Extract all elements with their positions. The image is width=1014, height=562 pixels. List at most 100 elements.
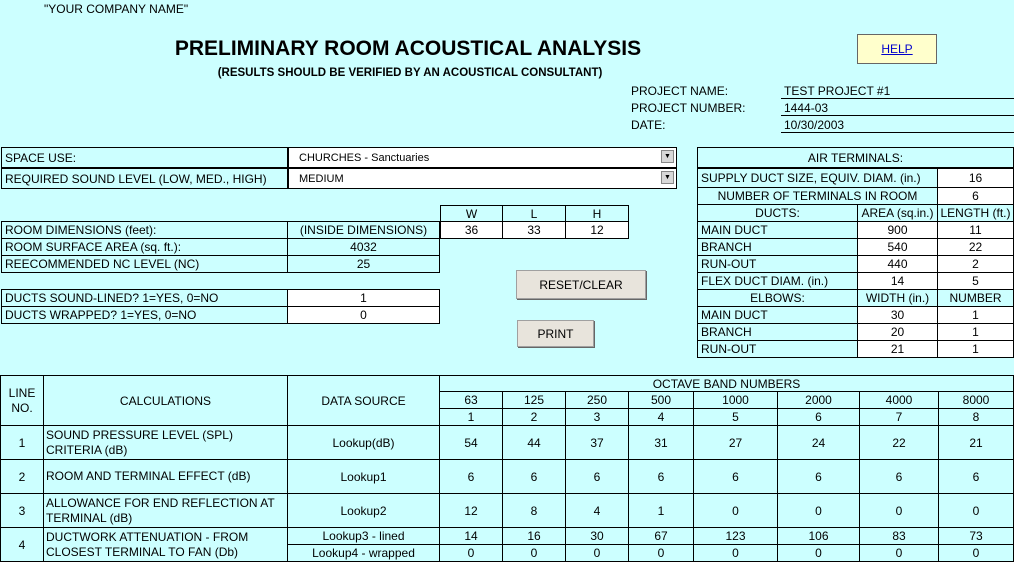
band-value: 0 [693, 544, 778, 562]
room-length-input[interactable]: 33 [502, 221, 566, 239]
band-value: 0 [502, 544, 566, 562]
page-title: PRELIMINARY ROOM ACOUSTICAL ANALYSIS [174, 37, 642, 60]
flex-duct-length[interactable]: 5 [937, 272, 1014, 290]
band-value: 54 [439, 425, 503, 460]
duct-main-length[interactable]: 11 [937, 221, 1014, 239]
space-use-select[interactable]: CHURCHES - Sanctuaries ▼ [288, 147, 677, 168]
terminals-count-input[interactable]: 6 [937, 187, 1014, 205]
elbow-runout-label: RUN-OUT [697, 340, 858, 358]
room-dimensions-label: ROOM DIMENSIONS (feet): [1, 221, 288, 239]
band-value: 21 [938, 425, 1014, 460]
octave-band-header: OCTAVE BAND NUMBERS [439, 375, 1014, 392]
calculations-header: CALCULATIONS [43, 375, 288, 426]
calculation-label: ROOM AND TERMINAL EFFECT (dB) [43, 459, 288, 494]
calculation-label: SOUND PRESSURE LEVEL (SPL) CRITERIA (dB) [43, 425, 288, 460]
reset-clear-button[interactable]: RESET/CLEAR [516, 270, 646, 299]
data-source: Lookup4 - wrapped [287, 544, 440, 562]
sound-level-value: MEDIUM [299, 172, 344, 185]
freq-header: 500 [628, 391, 694, 409]
duct-main-area[interactable]: 900 [857, 221, 938, 239]
help-button[interactable]: HELP [857, 34, 937, 64]
elbow-runout-width[interactable]: 21 [857, 340, 938, 358]
band-value: 0 [439, 544, 503, 562]
sound-level-select[interactable]: MEDIUM ▼ [288, 168, 677, 189]
room-height-input[interactable]: 12 [565, 221, 629, 239]
page-subtitle: (RESULTS SHOULD BE VERIFIED BY AN ACOUST… [217, 67, 603, 79]
band-value: 6 [502, 459, 566, 494]
freq-header: 63 [439, 391, 503, 409]
elbow-main-number[interactable]: 1 [937, 306, 1014, 324]
line-number: 3 [0, 493, 44, 528]
band-value: 0 [859, 493, 939, 528]
print-button[interactable]: PRINT [517, 320, 594, 347]
duct-branch-length[interactable]: 22 [937, 238, 1014, 256]
nc-level-value: 25 [287, 255, 440, 273]
project-number-label: PROJECT NUMBER: [631, 101, 746, 115]
data-source: Lookup2 [287, 493, 440, 528]
duct-branch-label: BRANCH [697, 238, 858, 256]
calculation-label: DUCTWORK ATTENUATION - FROM CLOSEST TERM… [43, 527, 288, 562]
duct-runout-length[interactable]: 2 [937, 255, 1014, 273]
ducts-lined-label: DUCTS SOUND-LINED? 1=YES, 0=NO [1, 289, 288, 307]
band-value: 6 [777, 459, 860, 494]
flex-duct-diam[interactable]: 14 [857, 272, 938, 290]
ducts-wrapped-input[interactable]: 0 [287, 306, 440, 324]
band-value: 12 [439, 493, 503, 528]
band-value: 30 [565, 527, 629, 545]
flex-duct-label: FLEX DUCT DIAM. (in.) [697, 272, 858, 290]
dropdown-arrow-icon[interactable]: ▼ [661, 150, 674, 163]
project-date-value[interactable]: 10/30/2003 [781, 118, 1014, 133]
ducts-lined-input[interactable]: 1 [287, 289, 440, 307]
terminals-count-label: NUMBER OF TERMINALS IN ROOM [697, 187, 938, 205]
duct-branch-area[interactable]: 540 [857, 238, 938, 256]
dim-header-l: L [502, 205, 566, 222]
band-value: 0 [938, 544, 1014, 562]
duct-main-label: MAIN DUCT [697, 221, 858, 239]
band-value: 31 [628, 425, 694, 460]
surface-area-label: ROOM SURFACE AREA (sq. ft.): [1, 238, 288, 256]
band-value: 67 [628, 527, 694, 545]
room-width-input[interactable]: 36 [440, 221, 503, 239]
band-value: 1 [628, 493, 694, 528]
freq-header: 125 [502, 391, 566, 409]
line-number: 4 [0, 527, 44, 562]
project-name-value[interactable]: TEST PROJECT #1 [781, 84, 1014, 99]
elbow-branch-label: BRANCH [697, 323, 858, 341]
band-value: 14 [439, 527, 503, 545]
freq-header: 8000 [938, 391, 1014, 409]
project-number-value[interactable]: 1444-03 [781, 101, 1014, 116]
duct-runout-area[interactable]: 440 [857, 255, 938, 273]
band-value: 106 [777, 527, 860, 545]
ducts-wrapped-label: DUCTS WRAPPED? 1=YES, 0=NO [1, 306, 288, 324]
duct-runout-label: RUN-OUT [697, 255, 858, 273]
band-number: 4 [628, 408, 694, 426]
width-header: WIDTH (in.) [857, 289, 938, 307]
band-value: 37 [565, 425, 629, 460]
band-number: 7 [859, 408, 939, 426]
freq-header: 4000 [859, 391, 939, 409]
supply-duct-input[interactable]: 16 [937, 168, 1014, 188]
dropdown-arrow-icon[interactable]: ▼ [661, 171, 674, 184]
line-no-header: LINE NO. [0, 375, 44, 426]
band-number: 6 [777, 408, 860, 426]
band-number: 2 [502, 408, 566, 426]
ducts-header: DUCTS: [697, 204, 858, 222]
line-number: 1 [0, 425, 44, 460]
band-value: 0 [859, 544, 939, 562]
band-value: 6 [565, 459, 629, 494]
dim-header-w: W [440, 205, 503, 222]
elbow-runout-number[interactable]: 1 [937, 340, 1014, 358]
band-value: 22 [859, 425, 939, 460]
elbow-branch-number[interactable]: 1 [937, 323, 1014, 341]
freq-header: 1000 [693, 391, 778, 409]
band-value: 6 [859, 459, 939, 494]
band-value: 24 [777, 425, 860, 460]
calculation-label: ALLOWANCE FOR END REFLECTION AT TERMINAL… [43, 493, 288, 528]
elbow-main-width[interactable]: 30 [857, 306, 938, 324]
data-source: Lookup3 - lined [287, 527, 440, 545]
project-date-label: DATE: [631, 118, 666, 132]
elbow-branch-width[interactable]: 20 [857, 323, 938, 341]
band-value: 4 [565, 493, 629, 528]
band-value: 0 [565, 544, 629, 562]
band-value: 27 [693, 425, 778, 460]
